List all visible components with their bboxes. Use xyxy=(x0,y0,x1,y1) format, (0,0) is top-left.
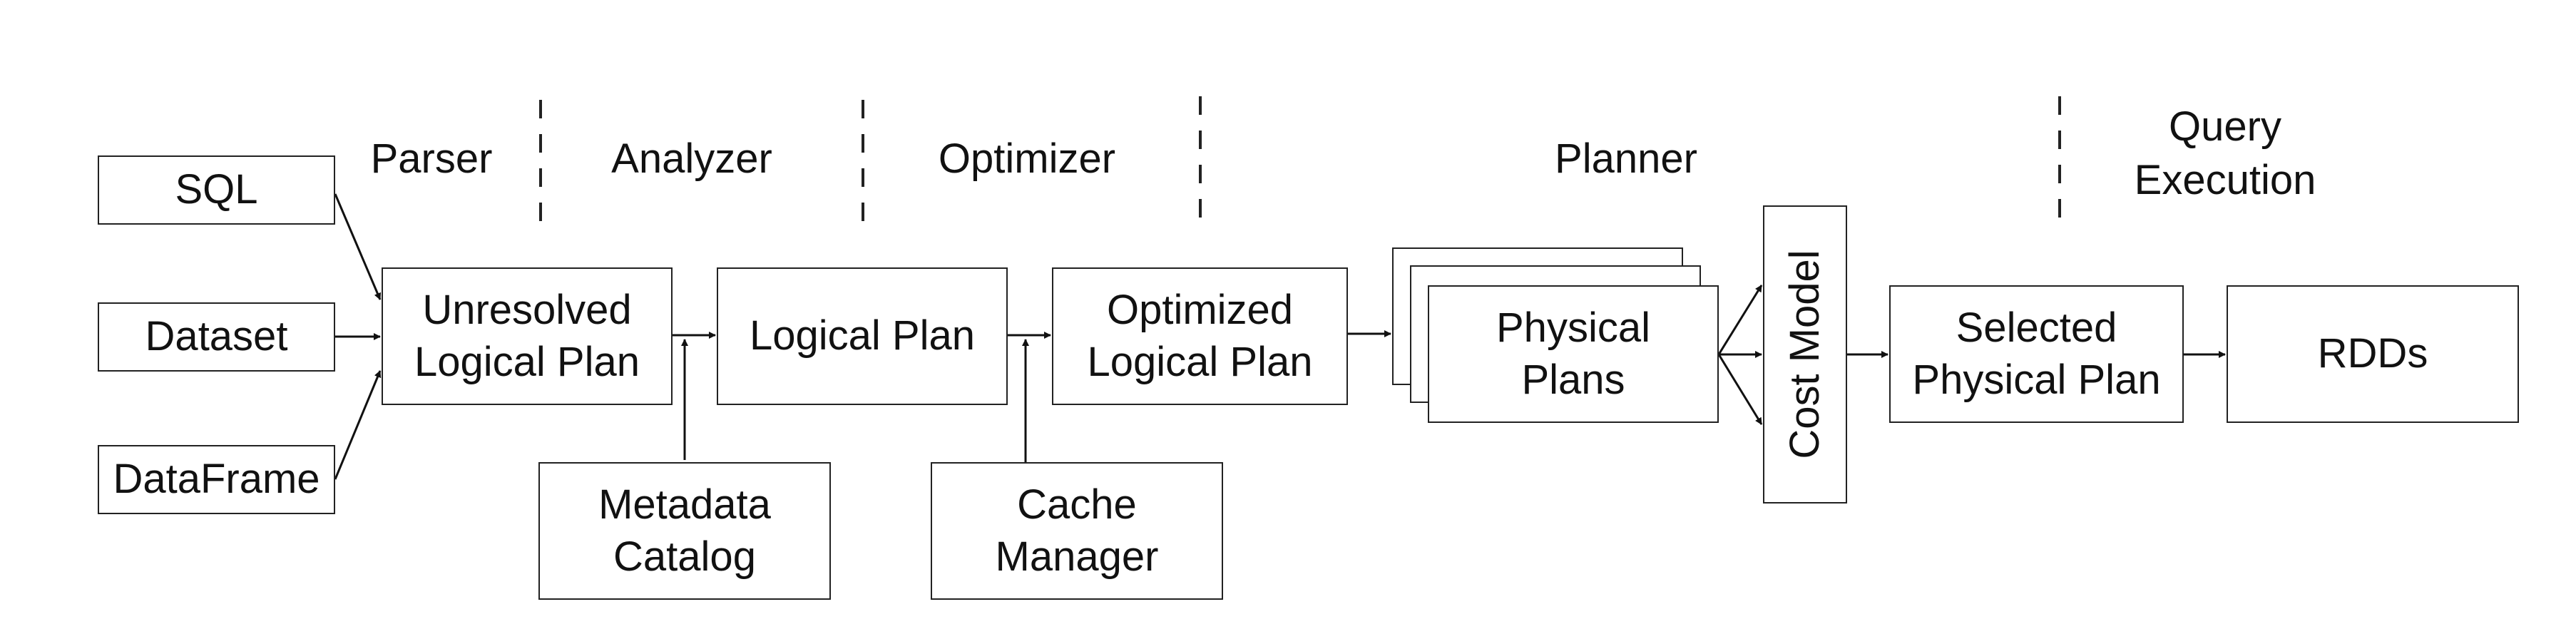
node-logical-plan: Logical Plan xyxy=(717,267,1008,405)
stage-optimizer: Optimizer xyxy=(938,136,1116,182)
edge-sql-unresolved xyxy=(334,193,382,300)
edge-physical-cost-down xyxy=(1717,354,1763,425)
stage-planner: Planner xyxy=(1555,136,1697,182)
input-dataframe: DataFrame xyxy=(98,445,335,514)
stage-analyzer: Analyzer xyxy=(611,136,772,182)
stage-parser: Parser xyxy=(370,136,493,182)
node-cost-model: Cost Model xyxy=(1763,205,1847,503)
stage-query-execution: Query Execution xyxy=(2134,103,2316,204)
node-rdds: RDDs xyxy=(2227,285,2519,423)
edge-physical-cost-up xyxy=(1717,285,1763,355)
input-sql: SQL xyxy=(98,155,335,225)
edge-dataframe-unresolved xyxy=(334,370,382,480)
input-dataset: Dataset xyxy=(98,302,335,372)
